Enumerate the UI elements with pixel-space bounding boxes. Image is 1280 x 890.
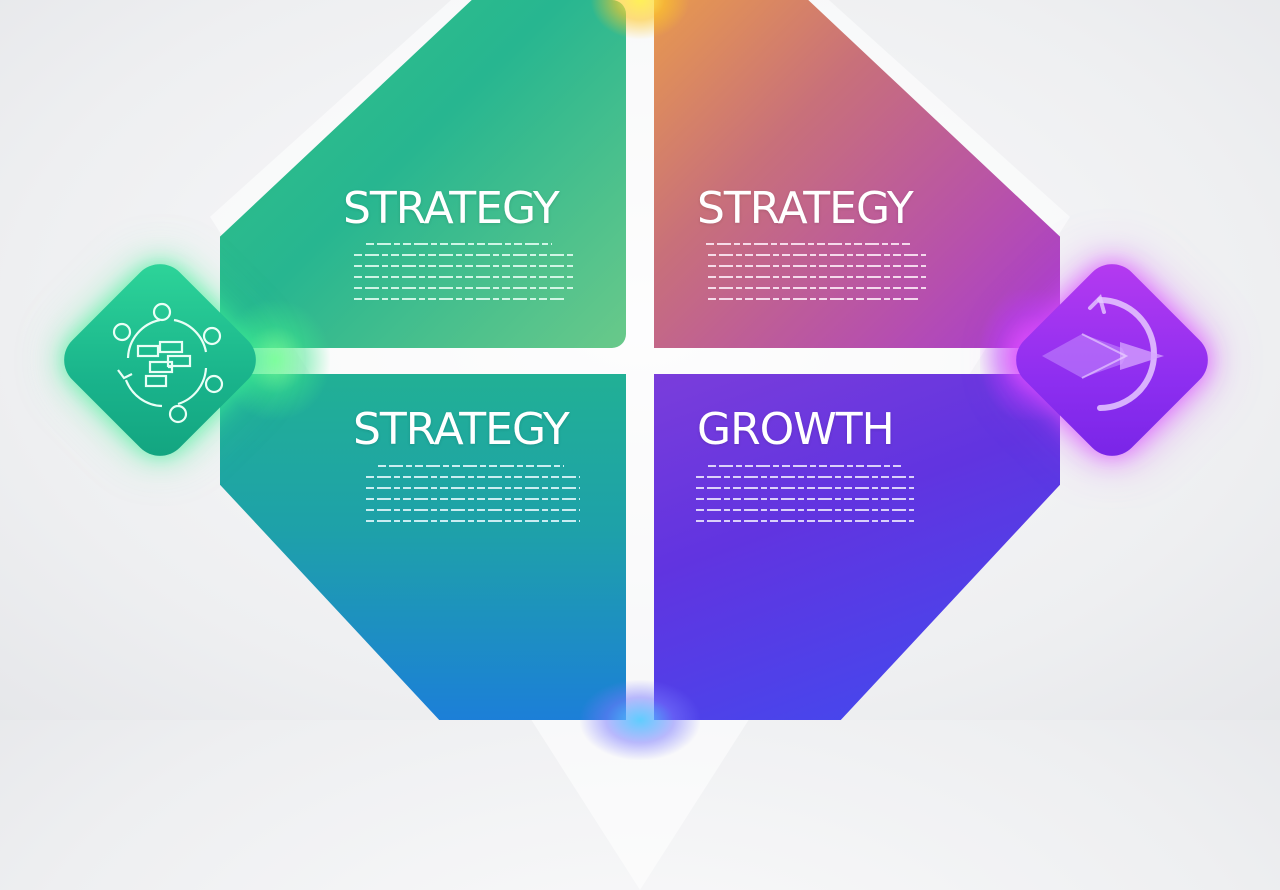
bottom-glow: [580, 680, 700, 760]
quadrant-title-top-right: STRATEGY: [697, 183, 914, 234]
quadrant-title-bottom-left: STRATEGY: [353, 404, 570, 455]
quadrant-title-top-left: STRATEGY: [343, 183, 560, 234]
top-glow: [590, 0, 690, 40]
network-cycle-icon: [104, 296, 228, 424]
arrow-arc-icon: [1034, 286, 1174, 426]
strategy-diagram: STRATEGY STRATEGY STRATEGY GROWTH: [52, 0, 1220, 760]
placeholder-text-top-right: [706, 240, 936, 306]
placeholder-text-bottom-right: [694, 462, 924, 528]
placeholder-text-bottom-left: [364, 462, 594, 528]
placeholder-text-top-left: [352, 240, 582, 306]
quadrant-title-bottom-right: GROWTH: [697, 404, 895, 455]
